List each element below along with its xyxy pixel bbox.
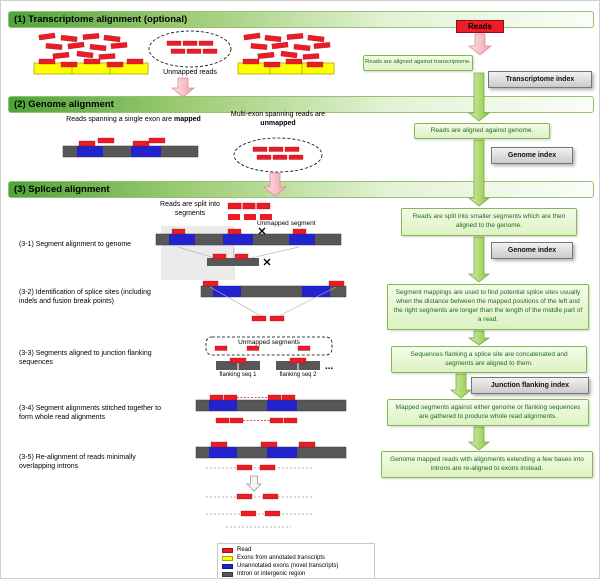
split-reads-caption: Reads are split into segments bbox=[160, 201, 220, 218]
unmapped-reads-ellipse-1 bbox=[148, 30, 232, 68]
segment-alignment-diagram bbox=[155, 226, 342, 280]
legend-row-annotated-exons: Exons from annotated transcripts bbox=[222, 554, 370, 562]
junction-flanking-index-box: Junction flanking index bbox=[471, 377, 589, 394]
legend-annotated-exons-label: Exons from annotated transcripts bbox=[237, 555, 326, 561]
legend: Read Exons from annotated transcripts Un… bbox=[217, 543, 375, 578]
realign-arrow bbox=[246, 475, 262, 492]
junction-flanking-diagram bbox=[205, 336, 333, 370]
step-3-5-label: (3-5) Re-alignment of reads minimally ov… bbox=[19, 454, 136, 471]
genome-alignment-diagram bbox=[62, 137, 199, 158]
legend-read-label: Read bbox=[237, 547, 252, 553]
flow-step-transcriptome: Reads are aligned against transcriptome. bbox=[363, 55, 473, 71]
step-3-2-label: (3-2) Identification of splice sites (in… bbox=[19, 289, 151, 306]
unmapped-segments-label: Unmapped segments bbox=[238, 339, 300, 346]
legend-row-read: Read bbox=[222, 546, 370, 554]
unmapped-reads-label: Unmapped reads bbox=[163, 69, 217, 76]
step-3-1-label: (3-1) Segment alignment to genome bbox=[19, 241, 132, 248]
reads-box: Reads bbox=[456, 20, 504, 33]
legend-unannotated-exons-label: Unannotated exons (novel transcripts) bbox=[237, 563, 339, 569]
legend-row-unannotated-exons: Unannotated exons (novel transcripts) bbox=[222, 562, 370, 570]
flow-step-genome: Reads are aligned against genome. bbox=[414, 123, 550, 139]
unmapped-x-mark-2 bbox=[263, 258, 271, 266]
unmapped-bold: unmapped bbox=[260, 120, 296, 128]
step-3-4-label: (3-4) Segment alignments stitched togeth… bbox=[19, 405, 162, 422]
transcriptome-index-box: Transcriptome index bbox=[488, 71, 592, 88]
intron-swatch bbox=[222, 571, 233, 577]
section-2-bar: (2) Genome alignment bbox=[8, 96, 594, 113]
flow-step-realign: Genome mapped reads with alignments exte… bbox=[381, 451, 593, 478]
single-exon-caption-text: Reads spanning a single exon are bbox=[66, 116, 174, 123]
splice-site-diagram bbox=[200, 280, 347, 322]
pink-arrow-unmapped-1 bbox=[170, 77, 196, 98]
read-swatch bbox=[222, 547, 233, 553]
legend-row-intron: Intron or intergenic region bbox=[222, 570, 370, 578]
unannotated-exon-swatch bbox=[222, 563, 233, 569]
multi-exon-caption-text: Multi-exon spanning reads are bbox=[230, 111, 326, 118]
reads-pile-right bbox=[243, 32, 331, 60]
section-2-title: (2) Genome alignment bbox=[14, 99, 114, 110]
reads-pile-left bbox=[38, 32, 128, 60]
transcriptome-bar-left bbox=[33, 58, 149, 75]
unmapped-reads-ellipse-2 bbox=[233, 137, 323, 173]
genome-index-box-2: Genome index bbox=[491, 242, 573, 259]
genome-index-box-1: Genome index bbox=[491, 147, 573, 164]
pink-arrow-reads bbox=[467, 33, 493, 56]
annotated-exon-swatch bbox=[222, 555, 233, 561]
flanking-seq-2-label: flanking seq 2 bbox=[279, 372, 317, 378]
single-exon-caption: Reads spanning a single exon are mapped bbox=[51, 115, 216, 124]
step-3-3-label: (3-3) Segments aligned to junction flank… bbox=[19, 350, 152, 367]
section-3-bar: (3) Spliced alignment bbox=[8, 181, 594, 198]
flow-step-split: Reads are split into smaller segments wh… bbox=[401, 208, 577, 236]
realignment-diagram bbox=[195, 441, 347, 528]
flow-step-stitched: Mapped segments against either genome or… bbox=[387, 399, 589, 426]
read-split-diagram bbox=[227, 202, 272, 220]
section-3-title: (3) Spliced alignment bbox=[14, 184, 110, 195]
legend-intron-label: Intron or intergenic region bbox=[237, 571, 306, 577]
section-1-title: (1) Transcriptome alignment (optional) bbox=[14, 14, 188, 25]
flanking-ellipsis: ... bbox=[325, 361, 334, 372]
multi-exon-caption: Multi-exon spanning reads are unmapped bbox=[215, 110, 341, 128]
mapped-bold: mapped bbox=[173, 116, 201, 123]
flow-step-splice-sites: Segment mappings are used to find potent… bbox=[387, 284, 589, 330]
stitched-alignment-diagram bbox=[195, 394, 347, 424]
green-flow-arrows bbox=[449, 72, 491, 451]
unmapped-x-mark-1 bbox=[258, 227, 266, 235]
section-1-bar: (1) Transcriptome alignment (optional) bbox=[8, 11, 594, 28]
flanking-seq-1-label: flanking seq 1 bbox=[219, 372, 257, 378]
transcriptome-bar-right bbox=[237, 58, 335, 75]
flow-step-flanking: Sequences flanking a splice site are con… bbox=[391, 346, 587, 373]
pink-arrow-unmapped-2 bbox=[262, 172, 288, 197]
unmapped-segment-label: Unmapped segment bbox=[257, 220, 316, 227]
